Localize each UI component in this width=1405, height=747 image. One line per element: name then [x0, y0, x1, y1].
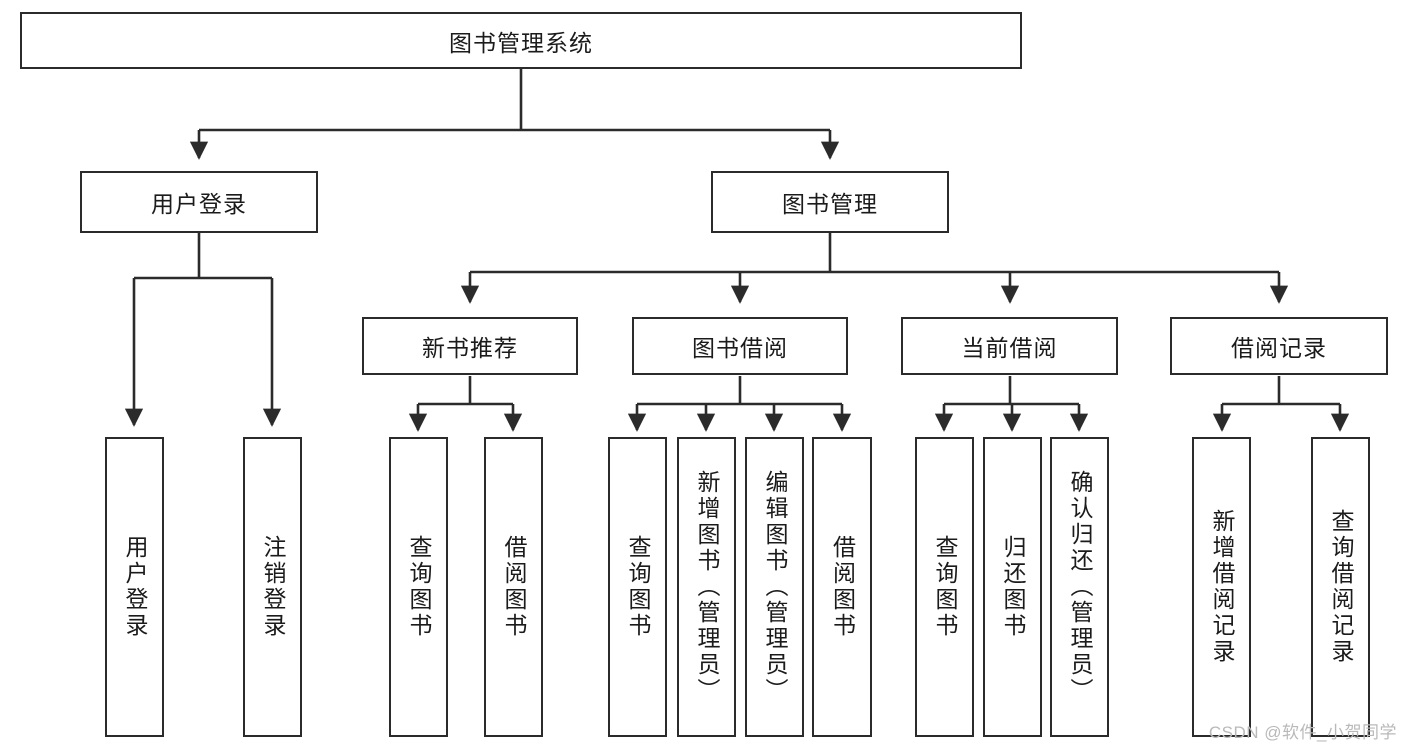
node-leaf-query-book-2[interactable]: 查询图书	[608, 437, 667, 737]
node-book-manage-label: 图书管理	[782, 191, 878, 217]
node-book-borrow[interactable]: 图书借阅	[632, 317, 848, 375]
node-leaf-query-record[interactable]: 查询借阅记录	[1311, 437, 1370, 737]
node-leaf-user-logout-label: 注销登录	[260, 535, 286, 639]
node-root[interactable]: 图书管理系统	[20, 12, 1022, 69]
node-leaf-return-book[interactable]: 归还图书	[983, 437, 1042, 737]
node-current-borrow[interactable]: 当前借阅	[901, 317, 1118, 375]
node-leaf-edit-book-label: 编辑图书（管理员）	[762, 470, 788, 704]
node-leaf-user-login[interactable]: 用户登录	[105, 437, 164, 737]
node-new-book-recommend[interactable]: 新书推荐	[362, 317, 578, 375]
node-book-borrow-label: 图书借阅	[692, 335, 788, 361]
node-leaf-user-login-label: 用户登录	[122, 535, 148, 639]
node-leaf-add-book-label: 新增图书（管理员）	[694, 470, 720, 704]
node-leaf-query-book-2-label: 查询图书	[625, 535, 651, 639]
node-leaf-borrow-book-2[interactable]: 借阅图书	[812, 437, 872, 737]
node-leaf-query-book-1-label: 查询图书	[406, 535, 432, 639]
node-leaf-borrow-book-1[interactable]: 借阅图书	[484, 437, 543, 737]
node-borrow-record[interactable]: 借阅记录	[1170, 317, 1388, 375]
node-leaf-borrow-book-2-label: 借阅图书	[829, 535, 856, 639]
node-user-login[interactable]: 用户登录	[80, 171, 318, 233]
node-leaf-return-book-label: 归还图书	[1000, 535, 1026, 639]
node-borrow-record-label: 借阅记录	[1231, 335, 1327, 361]
node-leaf-add-book[interactable]: 新增图书（管理员）	[677, 437, 736, 737]
node-leaf-add-record[interactable]: 新增借阅记录	[1192, 437, 1251, 737]
node-leaf-confirm-return[interactable]: 确认归还（管理员）	[1050, 437, 1109, 737]
node-leaf-query-book-1[interactable]: 查询图书	[389, 437, 448, 737]
node-current-borrow-label: 当前借阅	[961, 335, 1058, 361]
node-leaf-confirm-return-label: 确认归还（管理员）	[1067, 470, 1093, 704]
node-leaf-query-book-3-label: 查询图书	[932, 535, 958, 639]
node-leaf-query-book-3[interactable]: 查询图书	[915, 437, 974, 737]
node-user-login-label: 用户登录	[151, 191, 247, 217]
node-leaf-user-logout[interactable]: 注销登录	[243, 437, 302, 737]
node-leaf-borrow-book-1-label: 借阅图书	[501, 535, 527, 639]
node-leaf-add-record-label: 新增借阅记录	[1209, 509, 1235, 665]
node-leaf-edit-book[interactable]: 编辑图书（管理员）	[745, 437, 804, 737]
node-root-label: 图书管理系统	[449, 29, 593, 56]
node-new-book-recommend-label: 新书推荐	[422, 335, 518, 361]
node-book-manage[interactable]: 图书管理	[711, 171, 949, 233]
node-leaf-query-record-label: 查询借阅记录	[1328, 509, 1354, 665]
csdn-watermark: CSDN @软件_小贺同学	[1208, 723, 1397, 742]
